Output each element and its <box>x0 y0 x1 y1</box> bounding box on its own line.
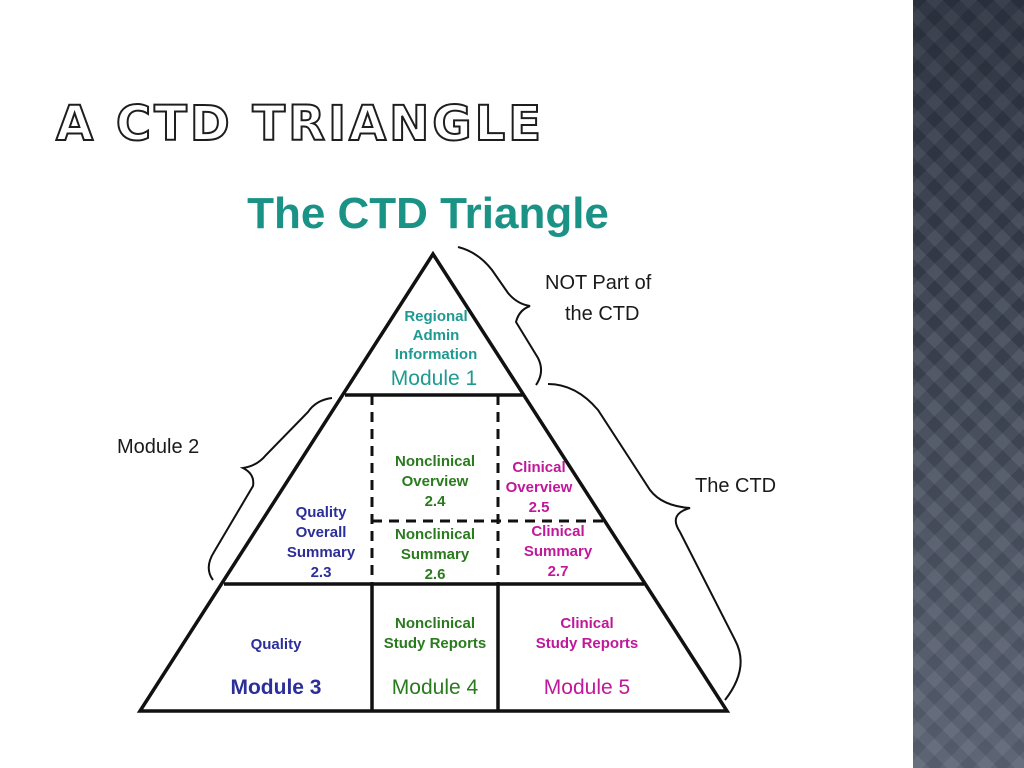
nonclinical-overview-line2: Overview <box>402 473 469 490</box>
nonclinical-summary-cell: Nonclinical Summary 2.6 <box>395 526 475 583</box>
annotation-module2: Module 2 <box>117 436 199 458</box>
nonclinical-summary-num: 2.6 <box>425 566 446 583</box>
module4-name: Module 4 <box>392 676 479 699</box>
quality-overall-summary-cell: Quality Overall Summary 2.3 <box>287 504 356 581</box>
annotation-the-ctd: The CTD <box>695 475 776 497</box>
module5-section: Clinical Study Reports Module 5 <box>536 615 639 699</box>
module3-label: Quality <box>251 636 303 653</box>
module5-name: Module 5 <box>544 676 630 699</box>
nonclinical-summary-line2: Summary <box>401 546 470 563</box>
triangle-outline <box>136 250 731 713</box>
clinical-overview-num: 2.5 <box>529 499 550 516</box>
module1-line3: Information <box>395 346 478 363</box>
module1-name: Module 1 <box>391 367 477 390</box>
clinical-summary-num: 2.7 <box>548 563 569 580</box>
brace-group <box>207 246 742 701</box>
decorative-side-band <box>913 0 1024 768</box>
module3-name: Module 3 <box>230 676 321 699</box>
nonclinical-overview-num: 2.4 <box>425 493 447 510</box>
triangle-border <box>136 250 731 713</box>
brace-module2 <box>207 397 333 581</box>
quality-summary-num: 2.3 <box>311 564 332 581</box>
module4-line2: Study Reports <box>384 635 487 652</box>
clinical-overview-line2: Overview <box>506 479 573 496</box>
annotation-not-part-line1: NOT Part of <box>545 272 652 294</box>
clinical-summary-line1: Clinical <box>531 523 584 540</box>
module3-section: Quality Module 3 <box>230 636 321 699</box>
nonclinical-summary-line1: Nonclinical <box>395 526 475 543</box>
clinical-overview-cell: Clinical Overview 2.5 <box>506 459 573 516</box>
module1-line1: Regional <box>404 308 467 325</box>
clinical-summary-cell: Clinical Summary 2.7 <box>524 523 593 580</box>
brace-the-ctd <box>547 383 742 701</box>
module1-section: Regional Admin Information Module 1 <box>391 308 477 390</box>
clinical-summary-line2: Summary <box>524 543 593 560</box>
slide-title: A CTD TRIANGLE <box>55 96 545 152</box>
module1-line2: Admin <box>413 327 460 344</box>
clinical-overview-line1: Clinical <box>512 459 565 476</box>
brace-not-part <box>457 246 542 386</box>
module4-section: Nonclinical Study Reports Module 4 <box>384 615 487 699</box>
annotation-not-part-line2: the CTD <box>565 303 639 325</box>
nonclinical-overview-cell: Nonclinical Overview 2.4 <box>395 453 475 510</box>
diagram-title: The CTD Triangle <box>247 189 609 238</box>
nonclinical-overview-line1: Nonclinical <box>395 453 475 470</box>
quality-summary-line3: Summary <box>287 544 356 561</box>
module4-line1: Nonclinical <box>395 615 475 632</box>
quality-summary-line2: Overall <box>296 524 347 541</box>
module5-line1: Clinical <box>560 615 613 632</box>
module5-line2: Study Reports <box>536 635 639 652</box>
quality-summary-line1: Quality <box>296 504 348 521</box>
